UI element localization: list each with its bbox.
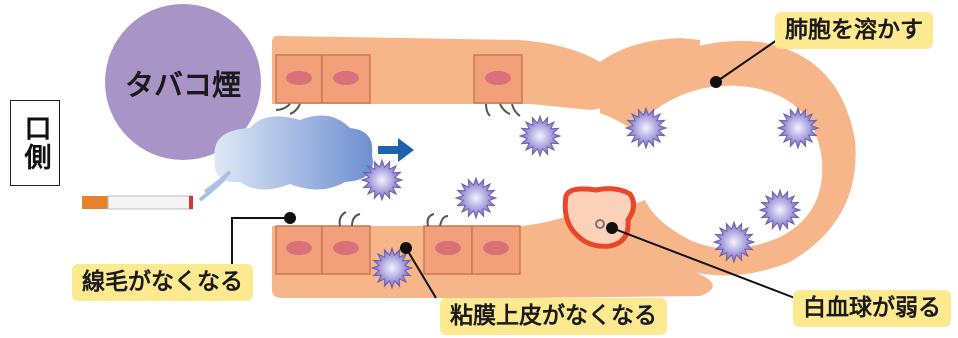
- particle-icon: [626, 108, 666, 148]
- particle-icon: [456, 178, 496, 218]
- cell-nucleus: [435, 241, 461, 255]
- cell-nucleus: [286, 241, 312, 255]
- cigarette-icon: [82, 196, 193, 209]
- mouth-side-label: 口側: [10, 100, 60, 186]
- mouth-side-text: 口側: [16, 114, 55, 172]
- particle-icon: [520, 116, 560, 156]
- particle-icon: [760, 190, 800, 230]
- particle-icon: [714, 222, 754, 262]
- cell-nucleus: [483, 241, 509, 255]
- cell-nucleus: [333, 241, 359, 255]
- bubble-text: タバコ煙: [108, 62, 258, 104]
- cell-nucleus: [286, 71, 312, 85]
- label-cilia-loss: 線毛がなくなる: [72, 264, 253, 301]
- label-wbc-weaken: 白血球が弱る: [793, 290, 951, 327]
- arrow-right-icon: [378, 138, 414, 162]
- cell-nucleus: [333, 71, 359, 85]
- alveolus-lumen: [640, 86, 822, 249]
- label-alveoli-dissolve: 肺胞を溶かす: [775, 12, 933, 49]
- label-mucosa-loss: 粘膜上皮がなくなる: [440, 298, 667, 335]
- particle-icon: [778, 108, 818, 148]
- cilia-icon: [276, 104, 520, 116]
- cell-nucleus: [485, 71, 511, 85]
- particle-icon: [362, 160, 402, 200]
- cilia-icon: [340, 212, 448, 226]
